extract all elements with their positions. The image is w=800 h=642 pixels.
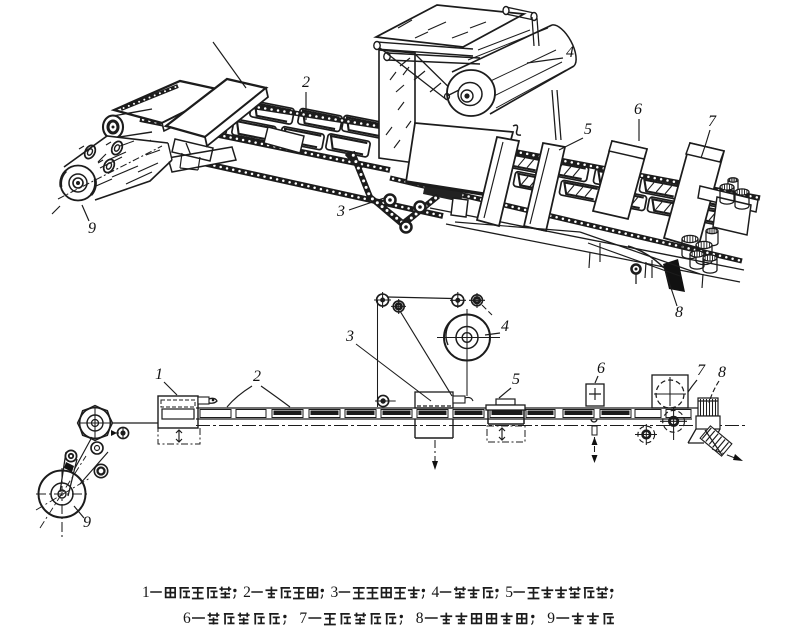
svg-text:5: 5 [584,121,592,138]
svg-text:9: 9 [547,610,555,627]
svg-text:7: 7 [697,362,706,379]
svg-text:4: 4 [432,584,440,601]
svg-text:6: 6 [597,360,605,377]
svg-text:7: 7 [299,610,307,627]
svg-text:6: 6 [183,610,191,627]
svg-text:4: 4 [566,44,574,61]
svg-text:9: 9 [83,514,91,531]
svg-text:7: 7 [708,113,717,130]
svg-text:3: 3 [336,203,345,220]
svg-text:6: 6 [634,101,642,118]
svg-text:5: 5 [512,371,520,388]
svg-text:2: 2 [253,368,261,385]
svg-text:2: 2 [243,584,251,601]
svg-text:9: 9 [88,220,96,237]
svg-text:8: 8 [718,364,726,381]
svg-text:8: 8 [675,304,683,321]
svg-text:3: 3 [345,328,354,345]
svg-text:1: 1 [155,366,163,383]
svg-text:4: 4 [501,318,509,335]
svg-text:1: 1 [142,584,150,601]
svg-text:5: 5 [505,584,513,601]
svg-text:3: 3 [331,584,339,601]
svg-text:2: 2 [302,74,310,91]
svg-text:8: 8 [416,610,424,627]
